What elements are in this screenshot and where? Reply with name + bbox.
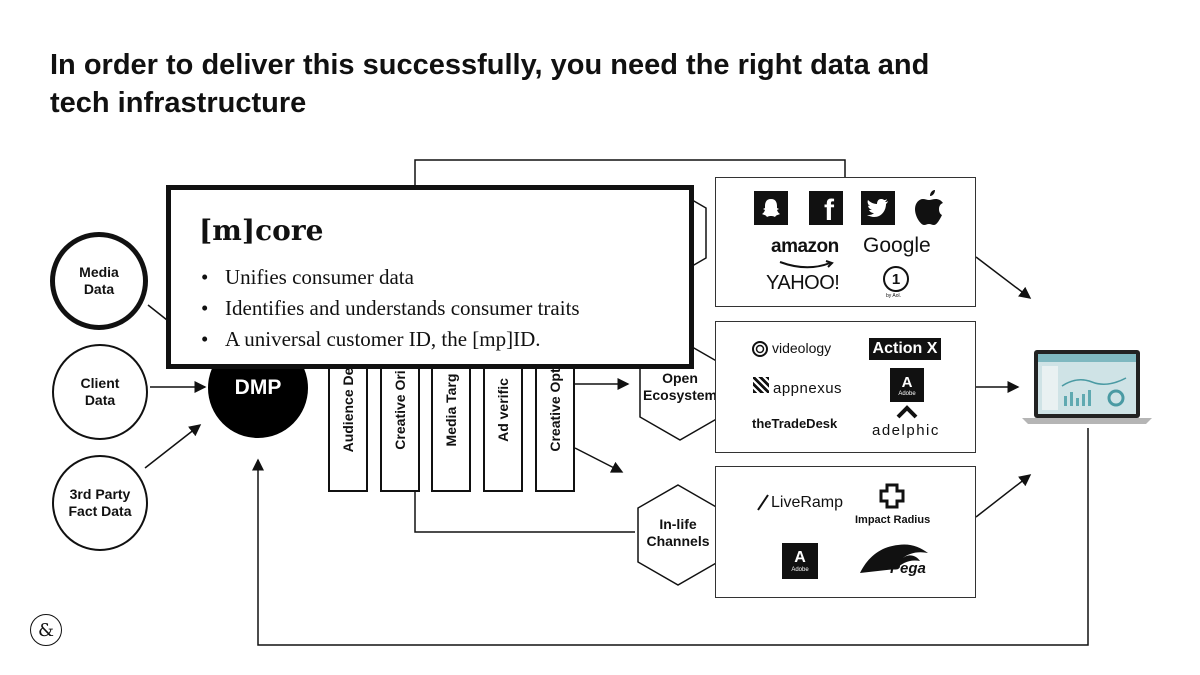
apple-icon	[913, 190, 947, 226]
column-label: Creative Opt	[547, 368, 563, 452]
bullet-icon: •	[201, 265, 209, 289]
hexagon-in-life-channels-label: In-life Channels	[646, 516, 710, 549]
source-client-data: Client Data	[52, 344, 148, 440]
twitter-bird-icon	[861, 191, 895, 225]
adelphic-chevron-icon	[896, 405, 918, 419]
bullet-text: Unifies consumer data	[225, 265, 414, 289]
aol-caption: by Aol.	[886, 293, 902, 299]
impact-radius-logo: Impact Radius	[855, 514, 931, 526]
column-label: Audience De	[340, 367, 356, 453]
list-item: • A universal customer ID, the [mp]ID.	[201, 324, 580, 355]
list-item: • Identifies and understands consumer tra…	[201, 293, 580, 324]
appnexus-logo: appnexus	[773, 380, 843, 397]
pega-horse-icon	[860, 544, 928, 573]
feedback-line-inlife	[414, 492, 635, 533]
source-label: Client Data	[80, 375, 120, 408]
liveramp-logo: LiveRamp	[771, 494, 844, 511]
snapchat-ghost-icon	[754, 191, 788, 225]
adelphic-logo: adelphic	[872, 422, 940, 439]
impact-radius-icon	[879, 483, 905, 509]
source-media-data: Media Data	[50, 232, 148, 330]
column-label: Ad verific	[495, 378, 511, 442]
adobe-label: Adobe	[898, 390, 916, 397]
mcore-title: [m]core	[199, 214, 324, 247]
yahoo-logo: YAHOO!	[766, 272, 840, 294]
liveramp-mark-icon	[757, 494, 769, 511]
column-label: Creative Ori	[392, 370, 408, 450]
aol-one-logo: 1	[883, 266, 909, 292]
feedback-line-top	[414, 159, 846, 185]
bullet-text: A universal customer ID, the [mp]ID.	[225, 327, 541, 351]
bullet-icon: •	[201, 296, 209, 320]
panel-walled-gardens: f amazon Google YAHOO! 1 by Aol.	[715, 177, 976, 307]
appnexus-icon	[753, 377, 769, 393]
source-label: Media Data	[79, 264, 119, 297]
panel-in-life-channels: LiveRamp Impact Radius A Adobe Pega	[715, 466, 976, 598]
list-item: • Unifies consumer data	[201, 262, 580, 293]
amazon-logo: amazon	[771, 236, 839, 257]
slide-title: In order to deliver this successfully, y…	[50, 49, 930, 119]
facebook-icon: f	[809, 191, 843, 227]
column-label: Media Targ	[443, 373, 459, 447]
action-x-logo: Action X	[869, 338, 941, 360]
adobe-a-icon: A	[794, 549, 806, 566]
videology-swirl-icon	[752, 341, 768, 357]
aol-one-number: 1	[891, 270, 901, 288]
amazon-smile-icon	[779, 260, 834, 269]
mcore-bullet-list: • Unifies consumer data • Identifies and u…	[201, 262, 580, 355]
bullet-text: Identifies and understands consumer trai…	[225, 296, 580, 320]
feedback-line-bottom	[252, 428, 1089, 646]
bullet-icon: •	[201, 327, 209, 351]
source-label: 3rd Party Fact Data	[68, 486, 132, 519]
google-logo: Google	[863, 234, 931, 257]
adobe-label: Adobe	[791, 567, 809, 573]
adobe-a-icon: A	[901, 373, 913, 391]
the-trade-desk-logo: theTradeDesk	[752, 416, 838, 431]
laptop-dashboard-icon	[1022, 348, 1152, 426]
arrow-bottom-to-laptop	[975, 474, 1032, 518]
mcore-callout-box: [m]core • Unifies consumer data • Identifi…	[166, 185, 694, 369]
arrow-fact-to-dmp	[144, 424, 202, 469]
panel-open-ecosystem: videology Action X appnexus A Adobe theT…	[715, 321, 976, 453]
source-3rd-party-fact-data: 3rd Party Fact Data	[52, 455, 148, 551]
arrow-columns-to-inlife	[574, 447, 624, 473]
hexagon-open-ecosystem-label: Open Ecosystem	[643, 370, 717, 403]
pega-logo: Pega	[890, 560, 926, 577]
videology-logo: videology	[772, 340, 832, 356]
action-x-label: Action X	[872, 340, 938, 357]
adobe-logo-middle: A Adobe	[890, 368, 924, 402]
ampersand-logo: &	[30, 614, 62, 646]
arrow-top-to-laptop	[975, 256, 1032, 299]
adobe-logo-bottom: A Adobe	[782, 543, 818, 579]
